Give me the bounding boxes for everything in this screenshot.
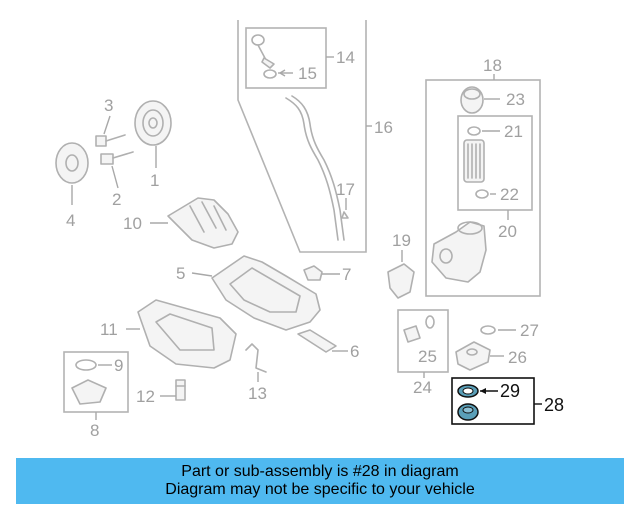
part-10-baffle[interactable]: [150, 197, 239, 249]
part-9-seal[interactable]: [75, 359, 112, 371]
part-21-o-ring[interactable]: [467, 126, 500, 136]
part-16-dipstick-tube[interactable]: [285, 95, 372, 241]
part-17-clip[interactable]: [341, 198, 349, 219]
part-22-o-ring[interactable]: [475, 189, 496, 199]
callout-25: 25: [418, 347, 437, 366]
callout-3: 3: [104, 96, 113, 115]
group-16-outline: [237, 20, 367, 253]
part-28-cap[interactable]: [457, 403, 479, 421]
callout-18: 18: [483, 56, 502, 75]
part-8-oil-pickup[interactable]: [71, 379, 107, 420]
callout-17: 17: [336, 180, 355, 199]
part-11-oil-pan-lower[interactable]: [126, 299, 237, 369]
callout-27: 27: [520, 321, 539, 340]
callout-14: 14: [336, 48, 355, 67]
callout-19: 19: [392, 231, 411, 250]
part-filter-housing[interactable]: [431, 221, 487, 283]
callout-1: 1: [150, 171, 159, 190]
part-29-seal[interactable]: [457, 384, 498, 398]
banner-line-1: Part or sub-assembly is #28 in diagram: [181, 463, 459, 480]
callout-12: 12: [136, 387, 155, 406]
info-banner: Part or sub-assembly is #28 in diagram D…: [16, 458, 624, 504]
part-7-sensor[interactable]: [303, 265, 340, 281]
callout-8: 8: [90, 421, 99, 440]
callout-23: 23: [506, 90, 525, 109]
callout-4: 4: [66, 211, 75, 230]
callout-16: 16: [374, 118, 393, 137]
banner-line-2: Diagram may not be specific to your vehi…: [165, 481, 475, 498]
part-25-sensor[interactable]: [403, 315, 435, 343]
part-6-gasket[interactable]: [297, 329, 348, 353]
callout-2: 2: [112, 190, 121, 209]
callout-29: 29: [500, 381, 520, 401]
part-27-o-ring[interactable]: [480, 325, 516, 335]
callout-21: 21: [504, 122, 523, 141]
callout-5: 5: [176, 264, 185, 283]
part-filter-element[interactable]: [463, 139, 485, 183]
group-20-box: [457, 115, 533, 211]
part-1-damper[interactable]: [134, 100, 172, 168]
callout-11: 11: [100, 320, 118, 339]
part-13-bracket[interactable]: [245, 343, 267, 382]
part-14-dipstick-handle[interactable]: [251, 34, 334, 69]
part-15-o-ring[interactable]: [263, 69, 293, 79]
part-4-pulley[interactable]: [55, 142, 89, 205]
part-26-cooler[interactable]: [455, 341, 504, 371]
group-14-box: [245, 27, 327, 89]
callout-20: 20: [498, 222, 517, 241]
part-3-bolt[interactable]: [95, 115, 126, 147]
callout-24: 24: [413, 378, 432, 397]
group-18-box: [425, 79, 541, 297]
callout-28: 28: [544, 395, 564, 415]
callout-6: 6: [350, 342, 359, 361]
callout-22: 22: [500, 185, 519, 204]
part-23-filter-cap[interactable]: [460, 86, 500, 114]
part-5-oil-pan-upper[interactable]: [191, 255, 321, 331]
callout-7: 7: [342, 265, 351, 284]
callout-15: 15: [298, 64, 317, 83]
group-24-box: [397, 309, 449, 373]
callout-10: 10: [123, 214, 142, 233]
part-2-bolt[interactable]: [100, 151, 134, 189]
callout-13: 13: [248, 384, 267, 403]
group-28-box[interactable]: [451, 377, 535, 425]
callout-26: 26: [508, 348, 527, 367]
part-19-adapter[interactable]: [387, 250, 415, 299]
part-12-drain-plug[interactable]: [160, 379, 186, 401]
callout-9: 9: [114, 356, 123, 375]
